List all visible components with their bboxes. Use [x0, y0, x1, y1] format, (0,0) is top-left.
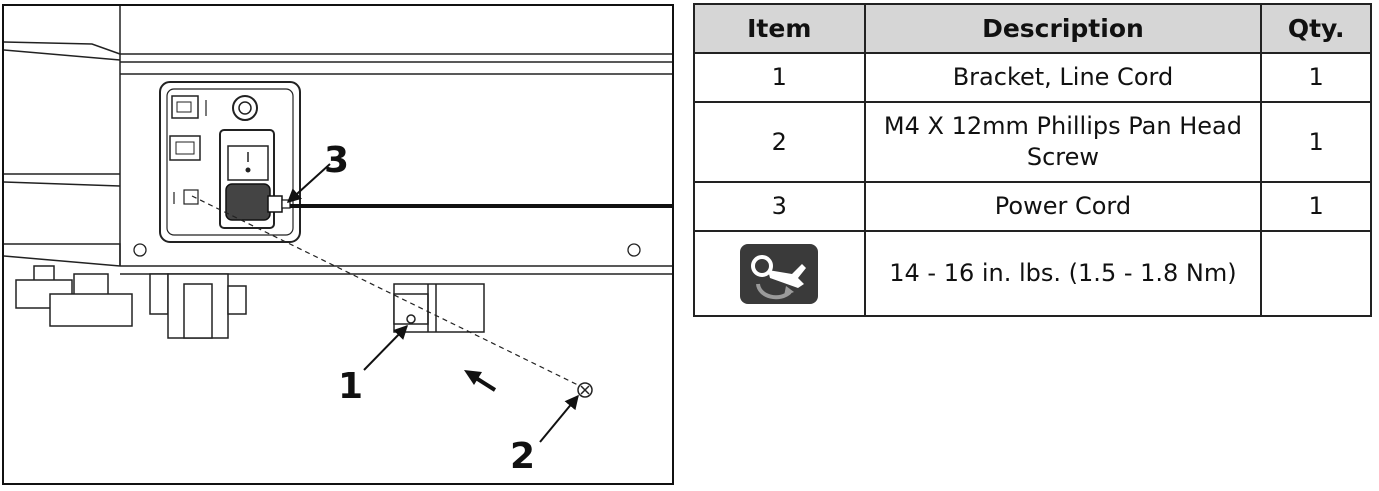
header-qty: Qty. — [1260, 3, 1372, 54]
housing-screws — [133, 243, 641, 257]
description-cell: Bracket, Line Cord — [863, 52, 1263, 103]
torque-row: 14 - 16 in. lbs. (1.5 - 1.8 Nm) — [693, 230, 1372, 317]
item-cell: 1 — [693, 52, 866, 103]
description-cell: Power Cord — [863, 181, 1263, 232]
table-row: 2 M4 X 12mm Phillips Pan Head Screw 1 — [693, 101, 1372, 183]
item-cell: 2 — [693, 101, 866, 183]
qty-cell: 1 — [1260, 101, 1372, 183]
pan-head-screw — [577, 382, 593, 398]
leveling-feet — [15, 265, 247, 339]
header-description: Description — [863, 3, 1263, 54]
item-cell: 3 — [693, 181, 866, 232]
connector-panel — [159, 81, 301, 243]
power-cord-plug — [225, 183, 672, 221]
qty-cell: 1 — [1260, 52, 1372, 103]
assembly-diagram: 1 2 3 — [2, 4, 674, 485]
alignment-line — [191, 195, 581, 387]
callout-2: 2 — [510, 436, 535, 477]
torque-qty-cell — [1260, 230, 1372, 317]
callout-3: 3 — [324, 140, 349, 181]
torque-wrench-icon — [740, 243, 819, 304]
line-cord-bracket — [393, 283, 485, 333]
table-row: 3 Power Cord 1 — [693, 181, 1372, 232]
table-row: 1 Bracket, Line Cord 1 — [693, 52, 1372, 103]
torque-icon-cell — [693, 230, 866, 317]
callout-1: 1 — [338, 366, 363, 407]
description-cell: M4 X 12mm Phillips Pan Head Screw — [863, 101, 1263, 183]
header-item: Item — [693, 3, 866, 54]
direction-arrow — [464, 370, 497, 392]
qty-cell: 1 — [1260, 181, 1372, 232]
leader-lines — [286, 163, 579, 443]
parts-table: Item Description Qty. 1 Bracket, Line Co… — [693, 3, 1372, 317]
table-header-row: Item Description Qty. — [693, 3, 1372, 54]
machine-housing — [3, 6, 672, 275]
torque-spec-cell: 14 - 16 in. lbs. (1.5 - 1.8 Nm) — [863, 230, 1263, 317]
